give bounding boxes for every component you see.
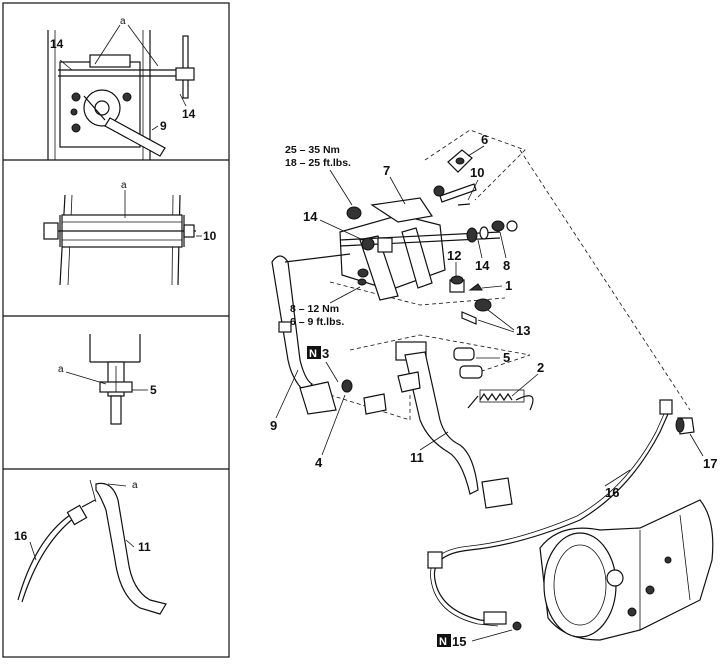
callout-14-right: 14 [475,258,490,273]
callout-7: 7 [383,163,390,178]
panel4-callout-11: 11 [138,540,151,554]
callout-5: 5 [503,350,510,365]
panel2-callout-10: 10 [203,229,217,243]
panel1-callout-14-right: 14 [182,107,196,121]
panel2-letter: a [121,180,127,191]
leader-line [329,169,353,206]
callout-2: 2 [537,360,544,375]
callout-11: 11 [410,450,424,465]
torque-lower-nm: 8 – 12 Nm [290,303,339,315]
panel1-letter: a [120,16,126,27]
callout-14-left: 14 [303,209,318,224]
main-exploded-view [271,129,714,641]
callout-10: 10 [470,165,484,180]
torque-lower-ftlbs: 6 – 9 ft.lbs. [290,316,344,328]
new-part-badge-letter: N [439,636,447,648]
callout-4: 4 [315,455,323,470]
panel3-letter: a [58,364,64,375]
leader-line [329,286,361,304]
callout-16: 16 [605,485,619,500]
detail-panel-1 [47,24,195,160]
panel4-callout-16: 16 [14,529,28,543]
callout-12: 12 [447,248,461,263]
torque-upper-nm: 25 – 35 Nm [285,144,340,156]
callout-3: 3 [322,346,329,361]
new-part-badge [307,346,321,359]
panel1-callout-14-left: 14 [50,37,64,51]
detail-panels-frame [2,2,230,658]
torque-upper-ftlbs: 18 – 25 ft.lbs. [285,157,351,169]
detail-panel-3 [65,334,148,425]
new-part-badge [437,634,451,647]
panel4-letter: a [132,480,138,491]
panel1-callout-9: 9 [160,119,167,133]
new-part-badge-letter: N [309,348,317,360]
callout-1: 1 [505,278,512,293]
callout-6: 6 [481,132,488,147]
callout-17: 17 [703,456,717,471]
detail-panel-4 [17,479,167,615]
callout-9: 9 [270,418,277,433]
callout-15: 15 [452,634,466,649]
callout-8: 8 [503,258,510,273]
callout-13: 13 [516,323,530,338]
detail-panel-2 [43,190,202,286]
panel3-callout-5: 5 [150,383,157,397]
